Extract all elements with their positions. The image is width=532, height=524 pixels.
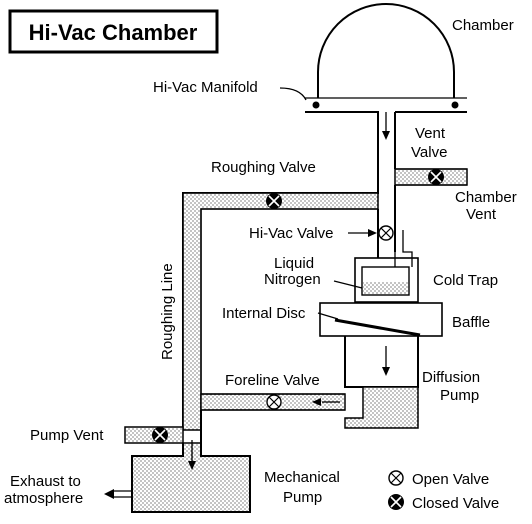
liquid-nitrogen-fill xyxy=(363,282,408,294)
diffusion-pump-label-2: Pump xyxy=(440,387,479,404)
roughing-valve-cross xyxy=(268,195,280,207)
title-box xyxy=(8,9,219,54)
vent-valve-cross xyxy=(430,171,442,183)
manifold-seal-left xyxy=(312,101,320,109)
diffusion-pump-label-1: Diffusion xyxy=(422,369,480,386)
mechanical-pump-body xyxy=(131,442,251,513)
foreline-flow-arrowhead xyxy=(312,398,321,406)
chamber-flow-arrowhead xyxy=(382,131,390,140)
hivac-manifold-leader xyxy=(279,87,307,101)
legend-open-valve-label: Open Valve xyxy=(412,471,489,488)
hivac-valve-leader-arrowhead xyxy=(368,229,377,237)
roughing-line-inner-wall xyxy=(200,208,378,430)
pump-vent-cross xyxy=(154,429,166,441)
internal-disc-label: Internal Disc xyxy=(222,305,306,322)
chamber-dome xyxy=(317,3,455,98)
vent-valve-label-1: Vent xyxy=(415,125,446,142)
foreline-valve-label: Foreline Valve xyxy=(225,372,320,389)
exhaust-label-2: atmosphere xyxy=(4,490,83,507)
internal-disc xyxy=(334,318,421,337)
pump-vent-label: Pump Vent xyxy=(30,427,104,444)
title: Hi-Vac Chamber xyxy=(29,20,198,45)
manifold-seal-right xyxy=(451,101,459,109)
chamber-vent-label-2: Vent xyxy=(466,206,497,223)
liquid-nitrogen-label-1: Liquid xyxy=(274,255,314,272)
diffusion-pump-boiler xyxy=(344,386,419,429)
mech-pump-flow-arrowhead xyxy=(188,461,196,470)
legend-closed-valve-label: Closed Valve xyxy=(412,495,499,512)
roughing-line-label: Roughing Line xyxy=(159,263,176,360)
legend-closed-valve-cross xyxy=(390,496,402,508)
mechanical-pump-label-1: Mechanical xyxy=(264,469,340,486)
liquid-nitrogen-label-2: Nitrogen xyxy=(264,271,321,288)
cold-trap-label: Cold Trap xyxy=(433,272,498,289)
chamber-vent-label-1: Chamber xyxy=(455,189,517,206)
baffle-label: Baffle xyxy=(452,314,490,331)
cold-trap-fill-tube xyxy=(394,230,413,267)
exhaust-arrowhead xyxy=(104,489,114,499)
chamber-label: Chamber xyxy=(452,17,514,34)
liquid-nitrogen-leader xyxy=(333,280,363,289)
mechanical-pump-label-2: Pump xyxy=(283,489,322,506)
hivac-valve-cross xyxy=(380,227,392,239)
exhaust-label-1: Exhaust to xyxy=(10,473,81,490)
legend-open-valve-cross xyxy=(390,472,402,484)
hivac-manifold-label: Hi-Vac Manifold xyxy=(153,79,258,96)
diffusion-flow-arrowhead xyxy=(382,367,390,376)
hivac-valve-label: Hi-Vac Valve xyxy=(249,225,333,242)
internal-disc-leader xyxy=(317,312,339,320)
roughing-valve-label: Roughing Valve xyxy=(211,159,316,176)
mechanical-pump-outline xyxy=(131,410,251,513)
vent-valve-label-2: Valve xyxy=(411,144,447,161)
foreline-valve-cross xyxy=(268,396,280,408)
diffusion-pump-walls xyxy=(344,336,419,388)
